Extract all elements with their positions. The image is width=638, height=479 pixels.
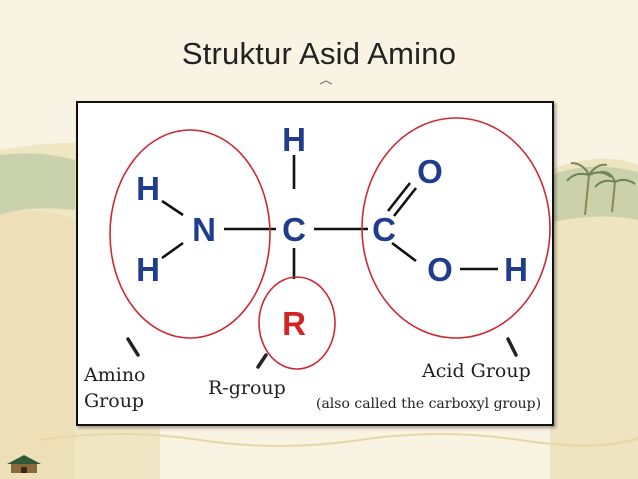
house-logo-icon xyxy=(7,455,41,473)
amino-pointer xyxy=(126,337,140,357)
bond-c-o-double-2 xyxy=(392,187,418,217)
acid-group-ring xyxy=(361,117,551,339)
bond-c-o-double-1 xyxy=(386,182,412,212)
atom-n: N xyxy=(192,211,216,248)
slide-title: Struktur Asid Amino xyxy=(181,36,457,71)
atom-h-top: H xyxy=(282,121,306,158)
bond-h-n-top xyxy=(161,199,184,217)
bond-c-o-single xyxy=(391,241,417,263)
atom-o-single: O xyxy=(427,251,453,288)
r-group-ring xyxy=(258,276,336,370)
bond-h-n-bottom xyxy=(161,241,184,260)
amino-label-line1: Amino xyxy=(83,364,146,386)
acid-group-label: Acid Group xyxy=(421,360,531,382)
r-group-label: R-group xyxy=(208,377,286,399)
amino-acid-diagram: H H H N C C O O H R Amino Group R-group … xyxy=(76,101,554,426)
atom-c-carboxyl: C xyxy=(372,211,396,248)
amino-label-line2: Group xyxy=(84,390,144,412)
acid-pointer xyxy=(506,337,518,357)
atom-r: R xyxy=(282,305,306,342)
atom-c-alpha: C xyxy=(282,211,306,248)
amino-group-ring xyxy=(109,129,271,339)
atom-h-right: H xyxy=(504,251,528,288)
palm-trees xyxy=(566,162,636,216)
atom-h-left-top: H xyxy=(136,170,160,207)
atom-h-left-bottom: H xyxy=(136,251,160,288)
atom-o-double: O xyxy=(417,153,443,190)
r-group-pointer xyxy=(256,353,268,369)
acid-group-note: (also called the carboxyl group) xyxy=(316,396,541,412)
